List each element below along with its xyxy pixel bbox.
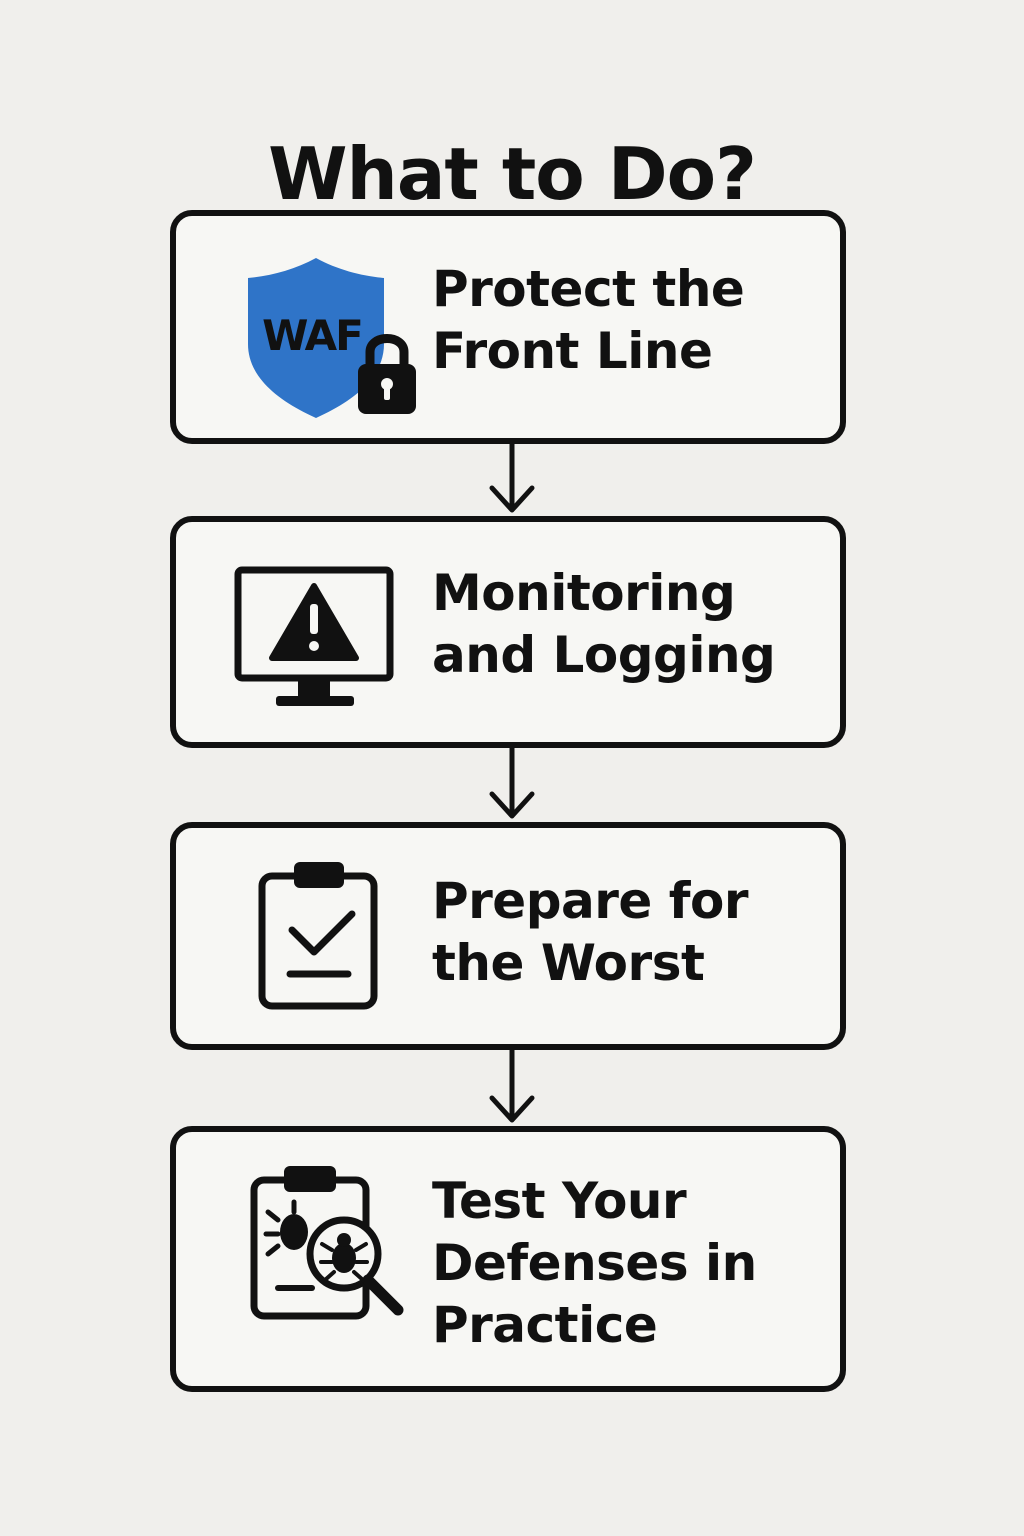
down-arrow-icon [489, 444, 535, 513]
step-monitoring-logging: Monitoring and Logging [170, 516, 846, 748]
step-label: Prepare for the Worst [432, 872, 748, 992]
step-label: Protect the Front Line [432, 260, 745, 380]
step-label: Test Your Defenses in Practice [432, 1172, 757, 1354]
down-arrow-icon [489, 1050, 535, 1123]
step-label: Monitoring and Logging [432, 564, 776, 684]
waf-badge-text: WAF [262, 311, 362, 360]
waf-shield-lock-icon: WAF [248, 258, 416, 418]
step-prepare-worst: Prepare for the Worst [170, 822, 846, 1050]
page-title: What to Do? [268, 132, 757, 217]
step-protect-front-line: WAF Protect the Front Line [170, 210, 846, 444]
clipboard-check-icon [258, 862, 378, 1010]
clipboard-bug-search-icon [250, 1166, 404, 1320]
down-arrow-icon [489, 748, 535, 819]
monitor-warning-icon [234, 566, 394, 706]
step-test-defenses: Test Your Defenses in Practice [170, 1126, 846, 1392]
